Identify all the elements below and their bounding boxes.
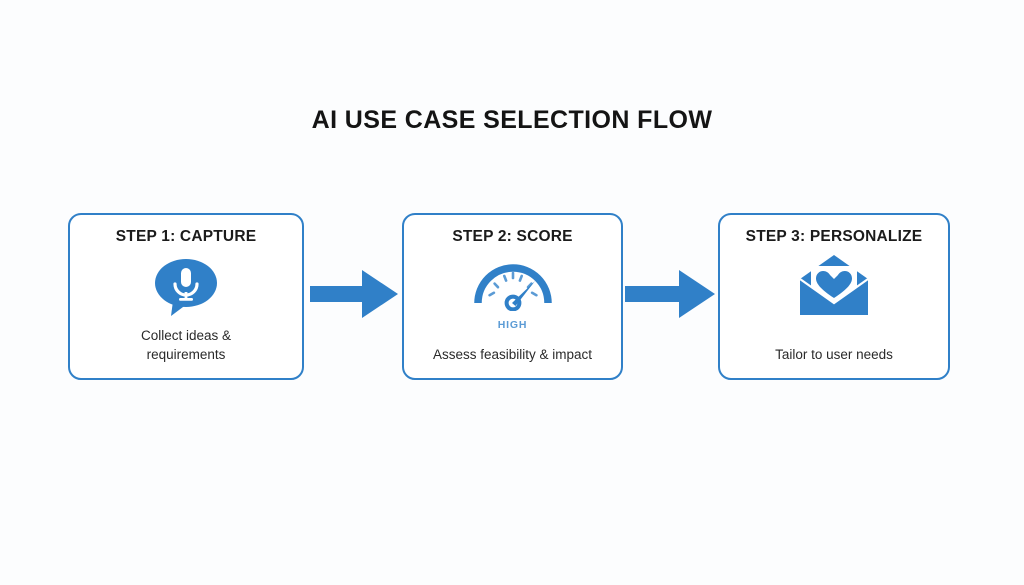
step-card-title: STEP 1: CAPTURE xyxy=(115,228,257,245)
arrow-step1-to-step2 xyxy=(310,266,398,327)
step-card-description: Tailor to user needs xyxy=(775,347,893,362)
page-title: AI USE CASE SELECTION FLOW xyxy=(311,106,713,134)
envelope-heart-icon xyxy=(720,253,948,317)
step-card-title: STEP 3: PERSONALIZE xyxy=(745,228,923,245)
status-badge: HIGH xyxy=(497,319,528,331)
step-card-description: Assess feasibility & impact xyxy=(432,347,593,362)
arrow-step2-to-step3 xyxy=(625,266,715,327)
step-card-score[interactable]: STEP 2: SCORE xyxy=(402,213,623,380)
step-card-description: Collect ideas & requirements xyxy=(140,328,232,362)
step-card-personalize[interactable]: STEP 3: PERSONALIZE Tailor to user needs xyxy=(718,213,950,380)
gauge-speedometer-icon xyxy=(404,255,621,311)
step-card-capture[interactable]: STEP 1: CAPTURE Collect ideas & requirem… xyxy=(68,213,304,380)
step-card-title: STEP 2: SCORE xyxy=(452,228,573,245)
speech-bubble-microphone-icon xyxy=(70,256,302,318)
